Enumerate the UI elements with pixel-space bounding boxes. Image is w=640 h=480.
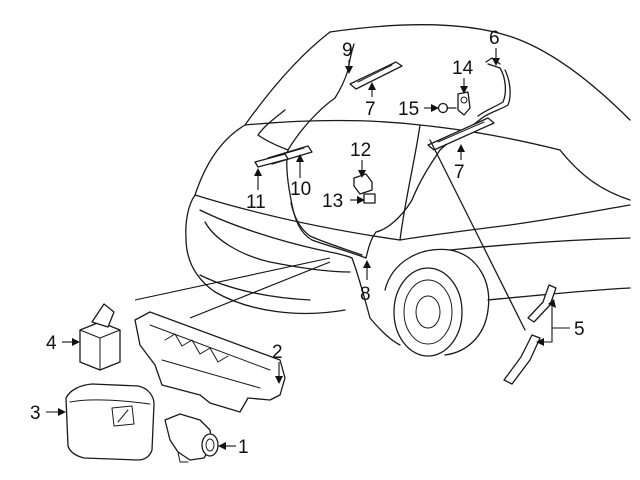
- part-5-window-antenna: [429, 139, 557, 385]
- car-body: [185, 24, 631, 357]
- callout-6: 6: [489, 28, 500, 49]
- callout-14: 14: [452, 58, 474, 79]
- callout-5: 5: [574, 319, 585, 340]
- part-3-control-unit: [65, 383, 155, 461]
- callout-11: 11: [246, 192, 266, 213]
- part-7-right-antenna: [427, 117, 495, 151]
- callout-10: 10: [290, 179, 311, 200]
- part-15-screw: [437, 102, 457, 114]
- callout-13: 13: [322, 191, 343, 212]
- callout-1: 1: [238, 437, 249, 458]
- part-2-mounting-tray: [134, 311, 286, 413]
- part-12-bracket: [353, 173, 373, 195]
- part-11-antenna-module: [254, 153, 289, 168]
- callout-2: 2: [272, 342, 283, 363]
- callout-12: 12: [350, 140, 371, 161]
- part-7-upper-antenna: [349, 61, 403, 90]
- part-1-sensor: [164, 413, 219, 463]
- callout-15: 15: [398, 99, 419, 120]
- leader-lines: [46, 48, 570, 450]
- callout-7-right: 7: [454, 162, 465, 183]
- callout-8: 8: [360, 284, 371, 305]
- callout-7-upper: 7: [365, 99, 376, 120]
- part-13-clip: [363, 193, 376, 204]
- callout-3: 3: [30, 403, 41, 424]
- callout-labels: 1 2 3 4 5 6 7 7 8 9 10 11 12 13 14 15: [30, 28, 585, 458]
- part-14-connector: [457, 91, 471, 116]
- part-4-module-box: [79, 303, 121, 371]
- callout-4: 4: [46, 333, 57, 354]
- callout-9: 9: [342, 40, 353, 61]
